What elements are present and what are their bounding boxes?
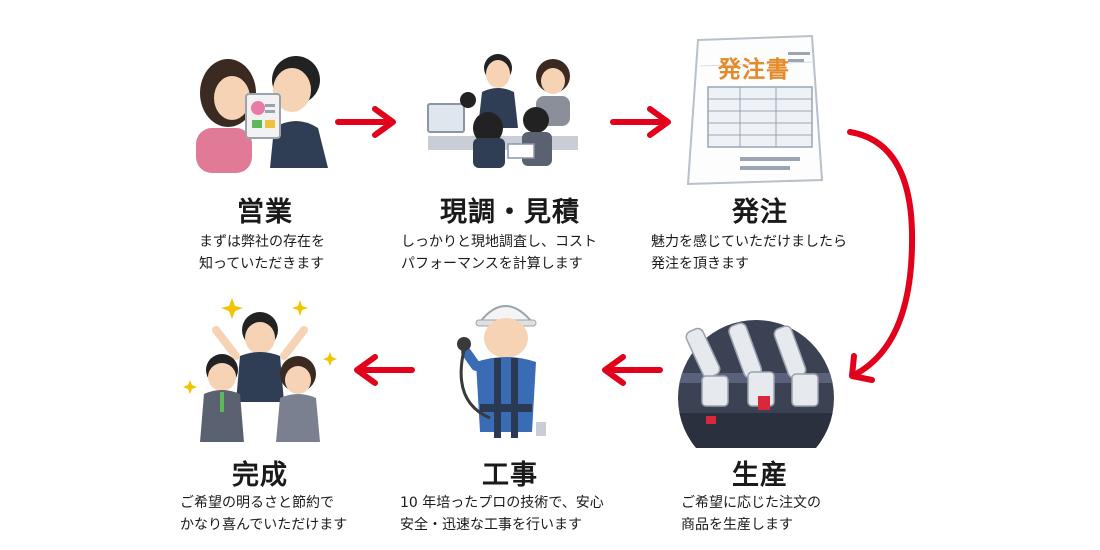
desc-line: 10 年培ったプロの技術で、安心 — [400, 495, 604, 511]
order-form-icon — [686, 34, 824, 186]
desc-line: まずは弊社の存在を — [199, 234, 325, 250]
step-desc-order: 魅力を感じていただけましたら 発注を頂きます — [651, 231, 847, 275]
construction-worker-icon — [457, 305, 546, 438]
desc-line: 安全・迅速な工事を行います — [400, 517, 582, 533]
arrow-left-icon — [598, 353, 663, 387]
step-title-production: 生産 — [732, 460, 788, 491]
step-desc-survey: しっかりと現地調査し、コスト パフォーマンスを計算します — [401, 231, 597, 275]
desc-line: かなり喜んでいただけます — [180, 517, 348, 533]
step-desc-sales: まずは弊社の存在を 知っていただきます — [199, 231, 325, 275]
factory-robot-icon — [678, 320, 834, 448]
arrow-curve-icon — [840, 122, 930, 392]
step-desc-production: ご希望に応じた注文の 商品を生産します — [681, 492, 821, 536]
order-illustration — [680, 32, 830, 187]
desc-line: 知っていただきます — [199, 256, 325, 272]
completion-illustration — [180, 292, 340, 442]
desc-line: ご希望の明るさと節約で — [180, 495, 334, 511]
arrow-right-icon — [335, 105, 400, 139]
step-title-completion: 完成 — [232, 460, 288, 491]
construction-illustration — [450, 292, 560, 452]
order-form-label: 発注書 — [718, 57, 790, 83]
step-desc-completion: ご希望の明るさと節約で かなり喜んでいただけます — [180, 492, 347, 536]
arrow-right-icon — [610, 105, 675, 139]
step-title-construction: 工事 — [482, 460, 538, 491]
survey-illustration — [418, 48, 588, 173]
step-title-survey: 現調・見積 — [440, 197, 580, 228]
arrow-left-icon — [350, 353, 415, 387]
desc-line: パフォーマンスを計算します — [401, 256, 583, 272]
desc-line: ご希望に応じた注文の — [681, 495, 821, 511]
desc-line: 商品を生産します — [681, 517, 793, 533]
meeting-people-icon — [427, 54, 578, 168]
sales-illustration — [188, 48, 338, 173]
desc-line: 魅力を感じていただけましたら — [651, 234, 847, 250]
step-title-order: 発注 — [732, 197, 788, 228]
sales-people-icon — [196, 56, 328, 173]
production-illustration — [676, 318, 836, 448]
celebrating-people-icon — [183, 298, 337, 442]
desc-line: 発注を頂きます — [651, 256, 749, 272]
step-title-sales: 営業 — [237, 197, 293, 228]
step-desc-construction: 10 年培ったプロの技術で、安心 安全・迅速な工事を行います — [400, 492, 604, 536]
desc-line: しっかりと現地調査し、コスト — [401, 234, 597, 250]
